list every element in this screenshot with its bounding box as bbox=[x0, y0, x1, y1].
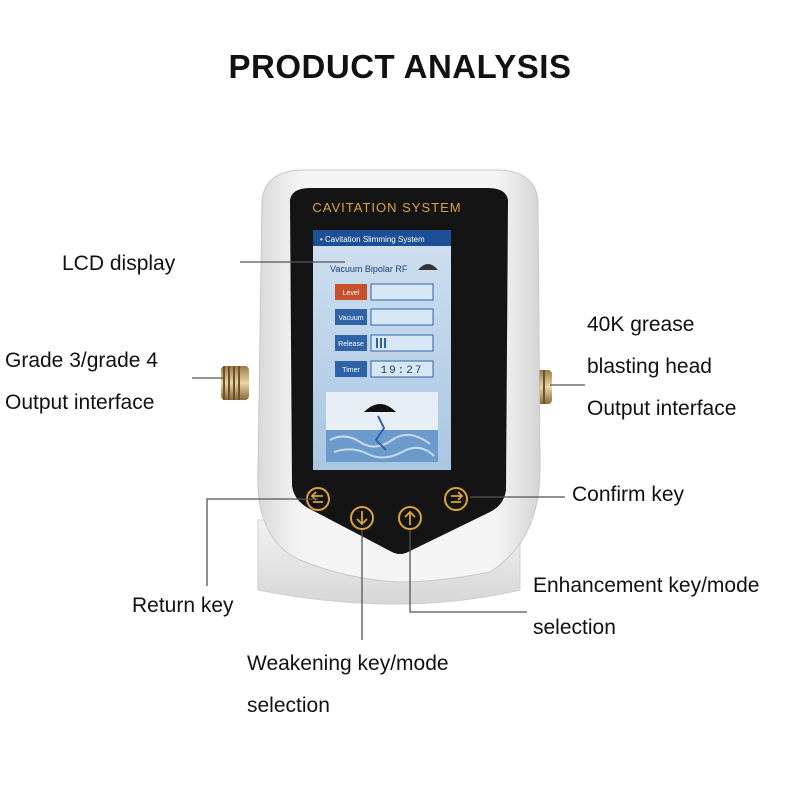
enhancement-key[interactable] bbox=[398, 506, 422, 530]
callout-weakening-key: Weakening key/mode selection bbox=[247, 652, 449, 717]
confirm-key[interactable] bbox=[444, 487, 468, 511]
screen-timer-value: 19:27 bbox=[380, 365, 423, 377]
callout-return-key: Return key bbox=[132, 594, 234, 617]
brand-label: CAVITATION SYSTEM bbox=[312, 200, 461, 215]
lcd-screen: • Cavitation Slimming System Vacuum Bipo… bbox=[313, 230, 451, 470]
callout-enhancement-key: Enhancement key/mode selection bbox=[533, 574, 760, 639]
screen-header: • Cavitation Slimming System bbox=[320, 235, 425, 244]
callout-grade-output: Grade 3/grade 4 Output interface bbox=[5, 349, 158, 414]
screen-row-level: Level bbox=[343, 290, 360, 297]
weakening-key[interactable] bbox=[350, 506, 374, 530]
screen-row-release: Release bbox=[338, 341, 364, 348]
screen-row-vacuum: Vacuum bbox=[338, 315, 363, 322]
down-arrow-icon bbox=[356, 511, 368, 526]
confirm-arrow-icon bbox=[451, 491, 464, 503]
screen-row-timer: Timer bbox=[342, 367, 360, 374]
leader-lines bbox=[192, 261, 585, 640]
left-output-connector bbox=[221, 366, 249, 400]
up-arrow-icon bbox=[404, 510, 416, 525]
callout-lcd-display: LCD display bbox=[62, 252, 176, 275]
page-title: PRODUCT ANALYSIS bbox=[228, 48, 572, 85]
callout-grease-head: 40K grease blasting head Output interfac… bbox=[587, 313, 737, 420]
callout-confirm-key: Confirm key bbox=[572, 483, 685, 506]
screen-mode: Vacuum Bipolar RF bbox=[330, 264, 408, 274]
